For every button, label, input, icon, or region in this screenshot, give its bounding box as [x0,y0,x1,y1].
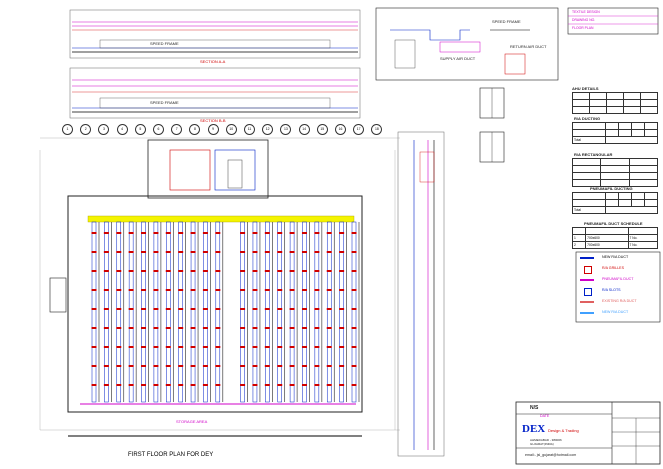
grid-bubble: 9 [207,124,219,135]
legend-item-pneumafil-duct: PNEUMAFIL DUCT [578,276,658,285]
table4-title: PNEUMAFIL DUCTING [590,186,633,191]
pneumafil-table: Total [571,192,659,214]
table3-title: R/A RECTANGULAR [574,152,613,157]
grid-bubble: 16 [335,124,346,135]
duct-row [264,221,273,403]
duct-row [289,221,298,403]
legend-item-existing-ra-duct: EXISTING R/A DUCT [578,298,658,307]
legend-swatch [580,257,594,259]
grid-bubble: 12 [262,124,274,135]
duct-row [277,221,286,403]
top-right-line-2: DRAWING NO. [572,18,596,22]
table2-title: R/A DUCTING [574,116,601,121]
grid-bubble: 10 [225,124,237,135]
duct-row [314,221,323,403]
grid-bubble: 6 [153,124,164,135]
ahu-table [572,92,658,114]
grid-bubble: 18 [371,124,383,135]
section-b-label: SECTION B-B [200,118,226,123]
legend-item-new-ra-duct-2: NEW R/A DUCT [578,309,658,318]
table4-total-label: Total [571,206,607,214]
ra-ducting-table: Total [571,122,659,144]
duct-row [116,221,125,403]
side-elevation-linework [397,131,445,457]
main-title: FIRST FLOOR PLAN FOR DEY [128,452,214,458]
grid-bubble: 14 [298,124,310,135]
company-logo: DEX [522,423,546,435]
supply-duct-note: SUPPLY AIR DUCT [440,56,476,61]
duct-row [141,221,149,403]
duct-row [351,221,360,403]
legend-swatch [584,266,592,274]
legend-item-new-ra-duct: NEW R/A DUCT [578,254,658,263]
email-line: email:- jsl_gujarat@hotmail.com [525,453,577,457]
duct-row [326,221,335,403]
grid-bubble: 2 [80,124,92,135]
table2-total-label: Total [571,136,607,144]
duct-row [128,221,137,403]
duct-row [91,221,100,403]
legend-swatch [580,279,594,281]
sheet-label: DATE [540,414,550,418]
speed-frame-label-a: SPEED FRAME [150,41,179,46]
table5-title: PNEUMAFIL DUCT SCHEDULE [584,221,643,226]
grid-bubble: 15 [316,124,328,135]
duct-row [215,221,224,403]
duct-row [190,221,199,403]
legend-swatch [580,312,594,314]
legend-swatch [584,288,592,296]
legend-item-ra-slots: R/A SLOTS [578,287,658,296]
duct-row [252,221,261,403]
duct-row [178,221,186,403]
grid-bubble: 4 [116,124,128,135]
return-duct-note: RETURN AIR DUCT [510,44,547,49]
duct-row [339,221,347,403]
table1-title: AHU DETAILS [572,86,599,91]
section-a-label: SECTION A-A [200,59,226,64]
grid-bubble: 5 [134,124,146,135]
legend-item-ra-grilles: R/A GRILLES [578,265,658,274]
grid-bubble: 17 [353,124,365,135]
duct-row [240,221,248,403]
pneumafil-schedule-table: 1 700x600 7 No. 2 700x600 7 No. [571,227,658,249]
speed-frame-label-b: SPEED FRAME [150,100,179,105]
duct-row [103,221,112,403]
grid-bubble: 13 [280,124,292,135]
duct-row [301,221,310,403]
table-row: 1 700x600 7 No. [571,234,658,242]
address-line-2: GUJARAT(INDIA) [530,442,554,446]
section-b-linework [69,67,361,119]
address-line-1: AHMEDABAD - 380006 [530,438,562,442]
duct-row [165,221,174,403]
top-right-line-1: TEXTILE DESIGN [572,10,600,14]
scale-label: N/S [530,405,539,411]
grid-bubble: 8 [189,124,201,135]
legend-swatch [580,301,594,303]
section-a-linework [69,9,361,59]
company-tagline: Design & Trading [548,428,579,433]
duct-row [202,221,211,403]
grid-bubble: 3 [98,124,110,135]
ra-rectangular-table [571,158,659,187]
top-right-line-3: FLOOR PLAN [572,26,594,30]
floor-plan-linework [39,137,400,437]
duct-row [153,221,162,403]
grid-bubble: 1 [62,124,73,135]
detail-speed-frame-label: SPEED FRAME [492,19,521,24]
grid-bubble: 11 [244,124,255,135]
storage-area-label: STORAGE AREA [176,419,208,424]
table-row: 2 700x600 7 No. [571,241,658,249]
grid-bubble: 7 [171,124,183,135]
